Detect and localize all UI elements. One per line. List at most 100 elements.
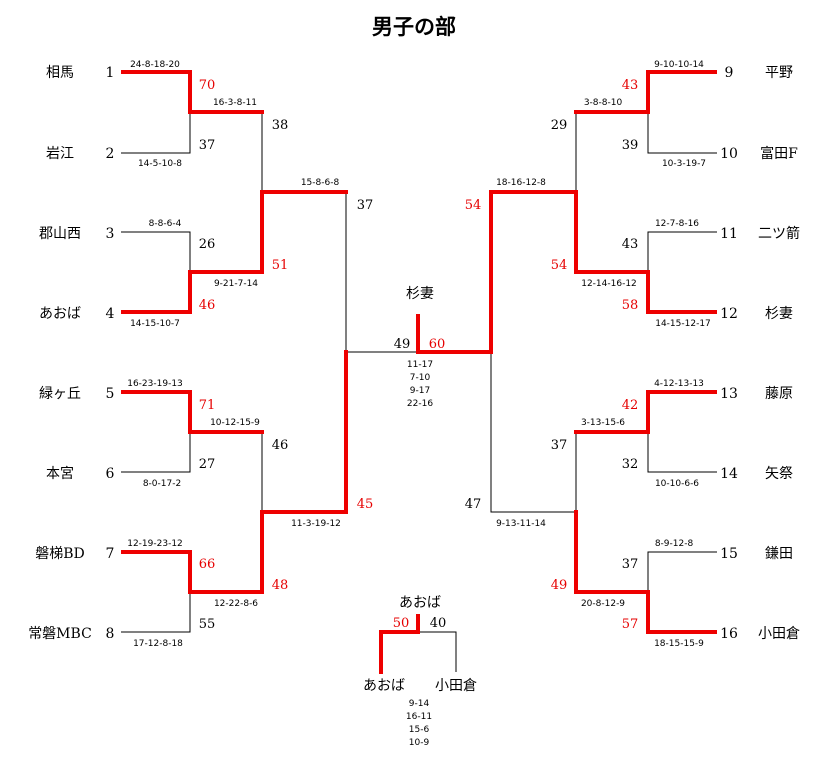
match-score: 48 [272,578,289,593]
set-scores: 14-15-10-7 [130,319,180,329]
set-scores: 17-12-8-18 [133,639,183,649]
match-score: 37 [551,438,568,453]
team-name: 二ツ箭 [758,225,800,242]
set-scores: 4-12-13-13 [654,379,704,389]
set-scores: 14-15-12-17 [655,319,711,329]
team-name: 矢祭 [765,466,793,482]
team-seed: 7 [106,546,115,562]
team-seed: 1 [106,65,115,81]
set-scores: 18-16-12-8 [496,178,546,188]
third-place-winner: あおば [399,595,441,611]
match-score: 26 [199,237,216,252]
final-set: 11-17 [407,360,433,370]
team-name: 郡山西 [39,226,81,242]
team-seed: 13 [720,386,738,402]
set-scores: 8-0-17-2 [143,479,181,489]
set-scores: 18-15-15-9 [654,639,704,649]
third-left-team: あおば [363,678,405,694]
match-score: 37 [199,138,216,153]
win-path [379,614,420,674]
win-path [121,350,348,594]
team-name: 緑ヶ丘 [39,386,81,402]
team-name: 鎌田 [765,546,793,562]
match-score: 49 [551,578,568,593]
win-path [416,190,717,354]
left-r2-scores: 16-3-8-11 38 51 9-21-7-14 10-12-15-9 46 … [210,98,373,609]
match-score: 37 [357,198,374,213]
team-seed: 10 [720,146,738,162]
final-set: 22-16 [407,399,433,409]
set-scores: 10-10-6-6 [655,479,699,489]
left-r1-scores: 24-8-18-20 70 37 14-5-10-8 8-8-6-4 26 46… [127,60,215,649]
third-left-score: 50 [393,616,410,631]
final-set: 7-10 [410,373,431,383]
final-left-score: 49 [394,337,411,352]
match-score: 51 [272,258,289,273]
team-name: 相馬 [46,65,74,81]
team-seed: 3 [106,226,115,242]
third-set: 15-6 [409,725,430,735]
team-seed: 14 [720,466,738,482]
team-seed: 5 [106,386,115,402]
right-r2-scores: 3-8-8-10 29 54 12-14-16-12 3-13-15-6 37 … [465,98,637,609]
win-path [121,190,348,314]
bracket-line [647,112,717,154]
set-scores: 16-3-8-11 [213,98,257,108]
team-name: 磐梯BD [35,546,85,562]
set-scores: 3-13-15-6 [581,418,625,428]
set-scores: 12-19-23-12 [127,539,183,549]
team-seed: 8 [106,626,115,642]
right-team-list: 9 平野 10 富田F 11 二ツ箭 12 杉妻 13 藤原 14 矢祭 15 … [720,65,800,642]
team-seed: 2 [106,146,115,162]
bracket-line [121,112,191,154]
team-name: 岩江 [46,146,74,162]
match-score: 71 [199,398,216,413]
bracket-line [121,231,191,272]
win-path [574,70,717,114]
set-scores: 3-8-8-10 [584,98,623,108]
match-score: 70 [199,78,216,93]
match-score: 27 [199,457,216,472]
set-scores: 10-3-19-7 [662,159,706,169]
bracket-line [647,551,717,592]
win-path [574,390,717,434]
team-name: 富田F [760,145,798,162]
bracket-line [575,431,648,512]
page-title: 男子の部 [372,15,456,39]
set-scores: 16-23-19-13 [127,379,183,389]
match-score: 45 [357,497,374,512]
team-name: 常磐MBC [28,626,92,642]
team-seed: 12 [720,306,738,322]
team-seed: 6 [106,466,115,482]
match-score: 29 [551,118,568,133]
bracket-line [418,631,457,672]
right-r1-scores: 9-10-10-14 43 39 10-3-19-7 12-7-8-16 43 … [622,60,711,649]
winning-paths [121,70,717,634]
bracket-line [121,592,191,633]
final-right-score: 60 [429,337,446,352]
final-match: 杉妻 49 60 11-17 7-10 9-17 22-16 [394,286,446,409]
set-scores: 11-3-19-12 [291,519,341,529]
bracket-line [121,432,191,473]
set-scores: 8-8-6-4 [149,219,182,229]
team-seed: 9 [725,65,734,81]
set-scores: 24-8-18-20 [130,60,180,70]
match-score: 58 [622,298,639,313]
third-set: 10-9 [409,738,430,748]
match-score: 46 [199,298,216,313]
win-path [574,510,717,634]
final-set: 9-17 [410,386,430,396]
third-set: 9-14 [409,699,430,709]
match-score: 54 [551,258,568,273]
bracket-line [647,231,717,272]
team-name: 小田倉 [758,626,800,642]
match-score: 43 [622,78,639,93]
match-score: 38 [272,118,289,133]
bracket-line [490,352,576,513]
match-score: 47 [465,497,482,512]
team-seed: 15 [720,546,738,562]
bracket-line [647,432,717,473]
team-name: 平野 [765,65,793,81]
match-score: 66 [199,557,216,572]
